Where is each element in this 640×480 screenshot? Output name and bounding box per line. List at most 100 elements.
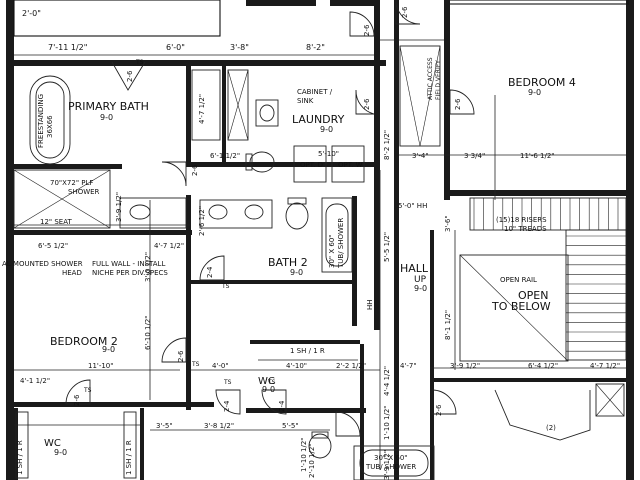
bath2-toilet-tank xyxy=(287,197,307,205)
wc-right-shelf xyxy=(123,411,137,479)
note-full-wall-2: NICHE PER DIV.SPECS xyxy=(92,269,168,277)
stair-left-wall xyxy=(430,230,434,480)
annotation-notes: CABINET / SINK FREESTANDING 36X66 70"X72… xyxy=(2,57,547,475)
linen-cabinet xyxy=(191,69,221,141)
dim-11-6: 11'-6 1/2" xyxy=(520,152,555,160)
note-cabinet-sink-1: CABINET / xyxy=(297,88,333,96)
room-bedroom-2-height: 9-0 xyxy=(102,345,115,354)
door-swing-6 xyxy=(161,161,187,187)
top-left-room-edge xyxy=(13,0,221,37)
dim-4-7d: 4'-7 1/2" xyxy=(590,362,620,370)
freestanding-tub-inner xyxy=(35,81,65,159)
bath2-tub xyxy=(321,197,353,273)
room-bedroom-2: BEDROOM 2 xyxy=(50,335,118,348)
attic-access xyxy=(399,45,441,147)
door-swing-1 xyxy=(111,61,146,91)
hall-left-wall xyxy=(374,0,380,330)
note-attic-2: FIELD VERIFY xyxy=(435,60,442,100)
dryer xyxy=(331,145,365,183)
note-seat: 12" SEAT xyxy=(40,218,72,226)
door-tag-5: 2-4 xyxy=(206,266,214,278)
room-wc-mid-height: 9-0 xyxy=(262,385,275,394)
bedroom2-bottom-wall xyxy=(14,402,214,407)
door-tag-1: 2-6 xyxy=(363,24,371,36)
dim-4-10: 4'-10" xyxy=(286,362,307,370)
dim-5-0: 5'-0" HH xyxy=(398,202,427,210)
dim-4-7b: 4'-7 1/2" xyxy=(154,242,184,250)
dim-3-5: 3'-5" xyxy=(156,422,173,430)
door-swing-7 xyxy=(199,255,225,281)
shower-diag-2 xyxy=(13,169,111,229)
dim-6-10: 6'-10 1/2" xyxy=(144,315,152,350)
door-tags: 2-6 2-6 2-6 2-6 2-4 2-6 2-4 2-6 2-4 2-6 … xyxy=(73,6,556,432)
door-swing-8 xyxy=(161,337,187,363)
wall-above-primary-bath xyxy=(14,60,386,66)
note-open-rail: OPEN RAIL xyxy=(500,276,537,284)
bath2-left-wall xyxy=(186,195,191,410)
room-hall-up: UP xyxy=(414,275,427,285)
note-tub-2: 36X66 xyxy=(46,115,54,138)
dim-8-2-vert: 8'-2 1/2" xyxy=(383,130,391,160)
dim-3-8b: 3'-8 1/2" xyxy=(204,422,234,430)
washer xyxy=(293,145,327,183)
room-labels: PRIMARY BATH 9-0 LAUNDRY 9-0 BEDROOM 4 9… xyxy=(44,76,576,457)
dim-5-5b: 5'-5" xyxy=(282,422,299,430)
primary-shower xyxy=(13,169,111,229)
bath2-tub-inner xyxy=(325,203,349,267)
dim-4-7c: 4'-7" xyxy=(400,362,417,370)
top-wall-segment xyxy=(246,0,316,6)
door-swing-5 xyxy=(449,89,475,115)
note-cabinet-sink-2: SINK xyxy=(297,97,314,105)
primary-bath-right-wall xyxy=(186,66,191,166)
note-attic-1: ATTIC ACCESS xyxy=(427,57,434,100)
open-to-below-area xyxy=(459,254,569,362)
dim-3-9c: 3'-9 1/2" xyxy=(383,450,391,480)
wc-left-shelf xyxy=(15,411,29,479)
stair-treads-right xyxy=(566,235,626,352)
primary-toilet-tank xyxy=(245,153,253,171)
hall-right-wall xyxy=(394,0,399,480)
door-swing-2 xyxy=(349,11,375,37)
note-opt-d: OPT. D xyxy=(300,161,323,169)
wc-toilet xyxy=(308,433,332,459)
door-tag-10: 2-6 xyxy=(73,394,81,406)
note-tub-bath2-2: TUB/ SHOWER xyxy=(337,218,345,269)
note-shower-1: 70"X72" PLF xyxy=(50,179,93,187)
dim-8-1: 8'-1 1/2" xyxy=(444,310,452,340)
bedroom2-top-wall xyxy=(14,230,192,235)
ts-label-3: TS xyxy=(191,361,200,368)
bottom-tub-inner xyxy=(359,449,429,477)
dim-4-7: 4'-7 1/2" xyxy=(198,94,206,124)
ts-label-2: TS xyxy=(221,283,230,290)
primary-bath-bottom-wall xyxy=(14,164,122,169)
dim-2-2: 2'-2 1/2" xyxy=(336,362,366,370)
room-laundry: LAUNDRY xyxy=(292,113,345,126)
door-tag-7: 2-4 xyxy=(223,400,231,412)
room-primary-bath: PRIMARY BATH xyxy=(68,100,149,113)
wc-right-wall xyxy=(360,344,364,480)
dim-3-6: 3'-6" xyxy=(444,215,452,232)
room-bedroom-4: BEDROOM 4 xyxy=(508,76,576,89)
room-hall: HALL xyxy=(400,262,429,275)
wc-top-wall xyxy=(250,340,360,344)
top-wall-segment-2 xyxy=(330,0,375,6)
dim-1-10b: 1'-10 1/2" xyxy=(300,437,308,472)
attic-diag-1 xyxy=(399,45,421,147)
dim-6-0-top: 6'-0" xyxy=(166,43,185,52)
primary-sink xyxy=(129,204,151,220)
laundry-sink xyxy=(255,99,279,127)
bath2-sink-2 xyxy=(244,204,264,220)
stair xyxy=(459,197,627,441)
room-wc-mid: WC xyxy=(258,376,275,387)
room-wc-left-height: 9-0 xyxy=(54,448,67,457)
dim-3-8-top: 3'-8" xyxy=(230,43,249,52)
dim-11-10: 11'-10" xyxy=(88,362,113,370)
ts-label-4: TS xyxy=(223,379,232,386)
note-hh: HH xyxy=(366,299,374,310)
stair-landing xyxy=(494,389,591,441)
bedroom4-bottom-wall xyxy=(444,190,626,196)
door-swing-12 xyxy=(335,411,361,437)
dim-3-9-left: 3'-9 1/2" xyxy=(115,192,123,222)
bath2-right-wall xyxy=(352,196,357,326)
door-swing-9 xyxy=(215,389,241,415)
